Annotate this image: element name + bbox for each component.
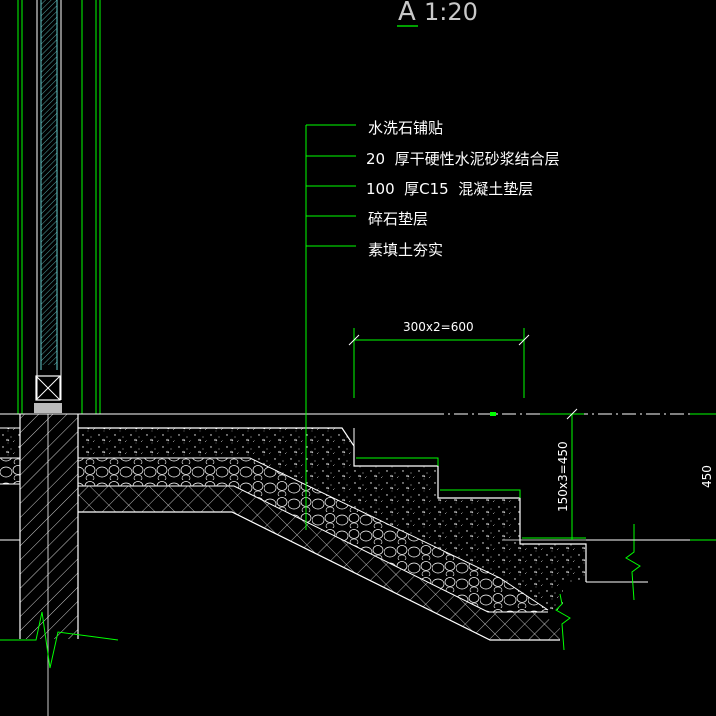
break-line-left — [0, 611, 119, 669]
curtain-wall — [17, 0, 101, 414]
title-scale: 1:20 — [424, 0, 478, 26]
dim-riser-text: 150x3=450 — [556, 441, 570, 512]
label-concrete-layer: 100 厚C15 混凝土垫层 — [366, 180, 533, 198]
frame-base-box — [35, 375, 61, 401]
dimension-riser: 150x3=450 — [540, 408, 584, 540]
stair-top-profile — [78, 427, 587, 582]
dimension-total-height: 450 — [690, 413, 716, 541]
break-line-stair — [555, 593, 571, 651]
material-leaders: 水洗石铺贴 20 厚干硬性水泥砂浆结合层 100 厚C15 混凝土垫层 碎石垫层… — [305, 119, 560, 530]
concrete-layer — [78, 428, 586, 610]
title-letter: A — [398, 0, 416, 27]
stair-section — [0, 427, 716, 651]
drawing-title: A 1:20 — [397, 0, 478, 27]
level-marker — [490, 412, 496, 416]
label-stone-finish: 水洗石铺贴 — [368, 119, 443, 137]
soil-layer — [78, 486, 560, 640]
label-soil-layer: 素填土夯实 — [368, 241, 443, 259]
dim-total-height-text: 450 — [700, 465, 714, 488]
left-stub-layers — [0, 427, 20, 485]
break-line-right — [625, 524, 641, 601]
label-mortar-layer: 20 厚干硬性水泥砂浆结合层 — [366, 150, 560, 168]
dim-tread-text: 300x2=600 — [403, 320, 474, 334]
dimension-tread: 300x2=600 — [348, 320, 530, 398]
glass-panel-hatch — [41, 0, 57, 365]
label-gravel-layer: 碎石垫层 — [368, 210, 428, 228]
frame-sill — [34, 403, 62, 413]
gravel-layer — [78, 458, 548, 612]
